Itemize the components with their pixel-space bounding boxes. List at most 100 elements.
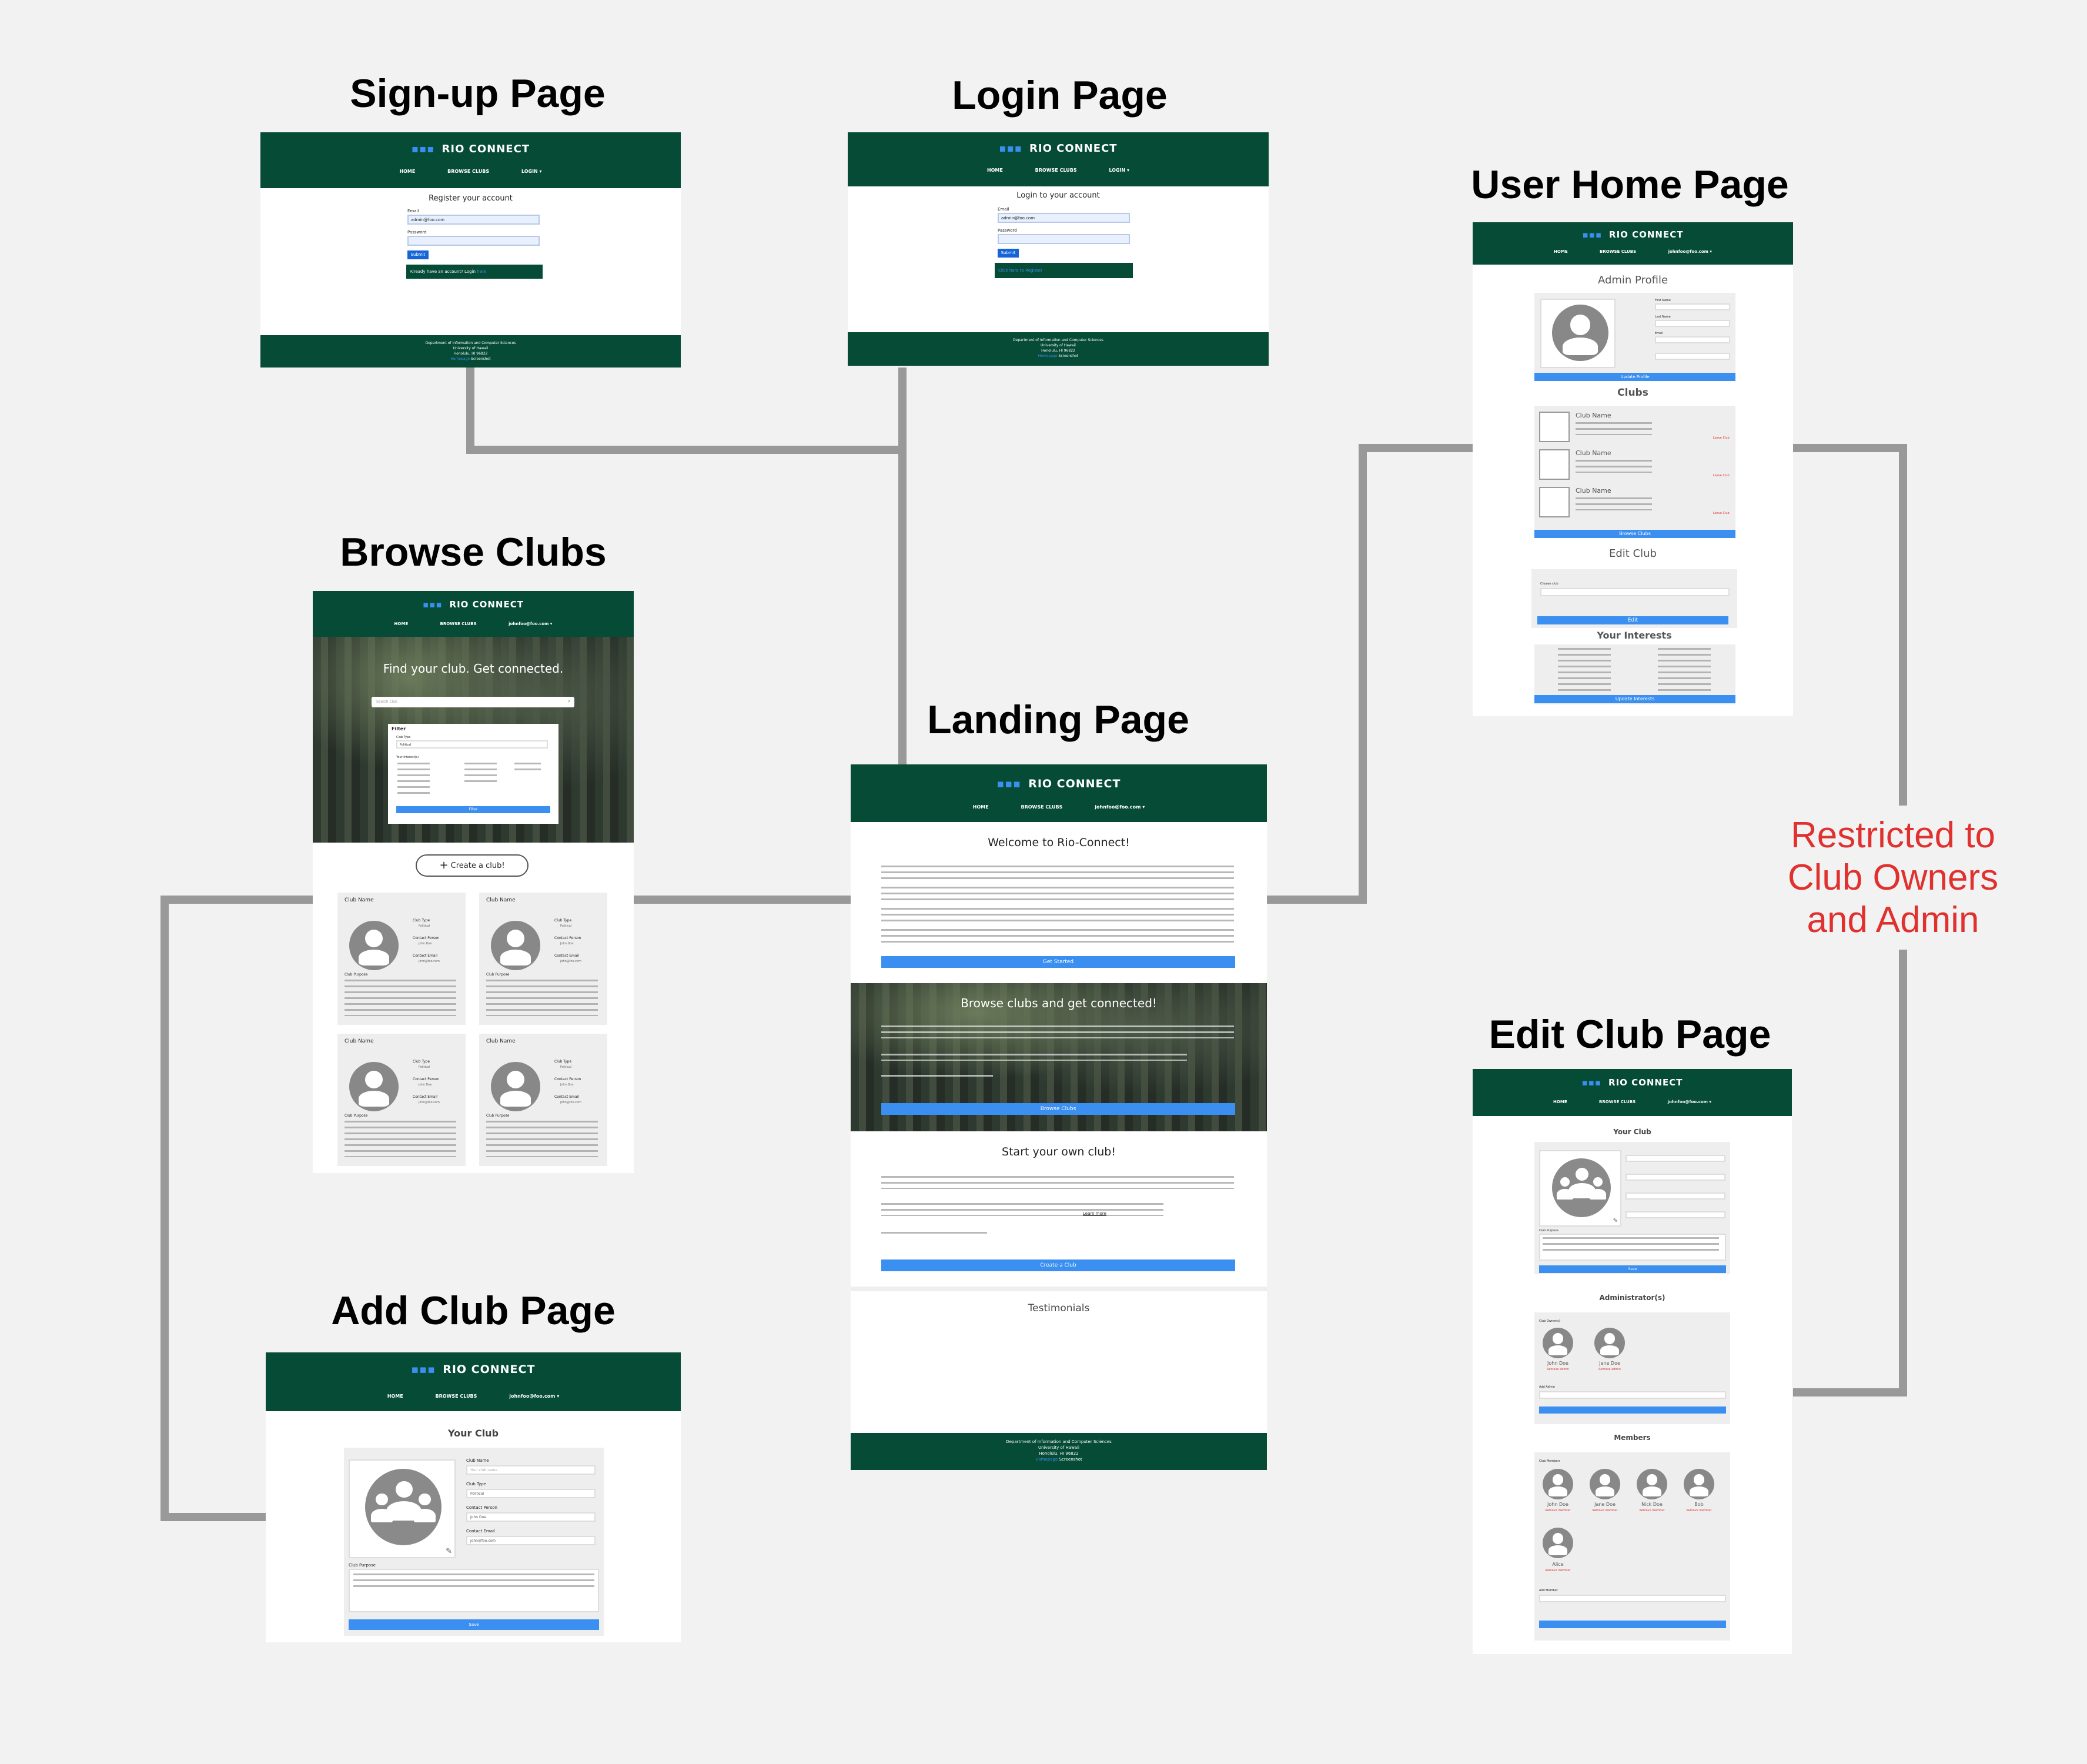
nav-browse[interactable]: BROWSE CLUBS	[440, 622, 477, 626]
first-name-field[interactable]	[1655, 303, 1730, 310]
phone-field[interactable]	[1655, 353, 1730, 360]
remove-admin-link[interactable]: Remove admin	[1598, 1368, 1621, 1371]
nav-user[interactable]: johnfoo@foo.com ▾	[1095, 804, 1145, 810]
leave-club-link[interactable]: Leave Club	[1713, 474, 1730, 477]
nav-browse[interactable]: BROWSE CLUBS	[1035, 168, 1077, 173]
add-club-page-mock: ▪▪▪RIO CONNECT HOME BROWSE CLUBS johnfoo…	[266, 1352, 681, 1642]
update-interests-button[interactable]: Update Interests	[1534, 695, 1735, 703]
nav-browse[interactable]: BROWSE CLUBS	[447, 169, 490, 174]
club-type-select[interactable]	[1626, 1174, 1725, 1181]
remove-member-link[interactable]: Remove member	[1545, 1509, 1571, 1512]
nav-home[interactable]: HOME	[387, 1394, 403, 1399]
club-purpose-textarea[interactable]	[349, 1569, 599, 1612]
add-member-field[interactable]	[1539, 1595, 1726, 1602]
create-club-button[interactable]: Create a Club	[881, 1259, 1235, 1271]
save-club-button[interactable]: Save	[1539, 1265, 1726, 1273]
submit-button[interactable]: Submit	[407, 250, 429, 259]
nav-user[interactable]: johnfoo@foo.com ▾	[1667, 1100, 1711, 1104]
register-bar: Click here to Register	[995, 263, 1133, 278]
browse-clubs-button[interactable]: Browse Clubs	[1534, 530, 1735, 538]
clubs-card: Club Name Leave Club Club Name Leave Clu…	[1534, 406, 1735, 538]
member-avatar-icon	[1543, 1528, 1573, 1558]
contact-person-field[interactable]: John Doe	[466, 1512, 596, 1522]
club-type-select[interactable]: Political	[466, 1489, 596, 1498]
club-card[interactable]: Club Name Club Type Political Contact Pe…	[479, 1034, 607, 1166]
nav-home[interactable]: HOME	[399, 169, 416, 174]
remove-member-link[interactable]: Remove member	[1686, 1509, 1712, 1512]
remove-member-link[interactable]: Remove member	[1545, 1569, 1571, 1572]
club-type-select[interactable]: Political	[396, 740, 548, 749]
club-card-person-label: Contact Person	[554, 1077, 581, 1081]
club-card-email-label: Contact Email	[554, 954, 579, 958]
learn-more-link[interactable]: Learn more	[1083, 1211, 1106, 1216]
password-field[interactable]	[407, 236, 540, 246]
nav-home[interactable]: HOME	[972, 804, 989, 810]
nav-home[interactable]: HOME	[1553, 1100, 1567, 1104]
nav-browse[interactable]: BROWSE CLUBS	[1599, 1100, 1636, 1104]
nav-login[interactable]: LOGIN ▾	[1109, 168, 1130, 173]
club-card[interactable]: Club Name Club Type Political Contact Pe…	[337, 1034, 466, 1166]
title-signup: Sign-up Page	[350, 71, 606, 116]
club-name-field[interactable]	[1626, 1155, 1725, 1162]
nav-user[interactable]: johnfoo@foo.com ▾	[509, 622, 553, 626]
contact-email-field[interactable]	[1626, 1211, 1725, 1218]
nav-home[interactable]: HOME	[394, 622, 409, 626]
login-link[interactable]: here	[477, 269, 486, 274]
restricted-note-line3: and Admin	[1807, 900, 1979, 940]
nav-login[interactable]: LOGIN ▾	[521, 169, 542, 174]
edit-photo-icon[interactable]: ✎	[1613, 1218, 1618, 1224]
remove-member-link[interactable]: Remove member	[1639, 1509, 1665, 1512]
email-field[interactable]	[1655, 336, 1730, 343]
club-purpose-textarea[interactable]	[1539, 1234, 1726, 1261]
nav-browse[interactable]: BROWSE CLUBS	[435, 1394, 477, 1399]
nav-home[interactable]: HOME	[1554, 249, 1568, 254]
club-photo-frame: ✎	[349, 1459, 456, 1558]
last-name-field[interactable]	[1655, 320, 1730, 327]
search-icon[interactable]: ⌕	[567, 699, 571, 704]
connector-note-editclub	[1793, 950, 1907, 1396]
add-member-button[interactable]	[1539, 1621, 1726, 1628]
club-name-field[interactable]: Your club name	[466, 1465, 596, 1475]
start-club-heading: Start your own club!	[1002, 1145, 1116, 1158]
email-label: Email	[407, 209, 419, 213]
update-profile-button[interactable]: Update Profile	[1534, 373, 1735, 381]
nav-user[interactable]: johnfoo@foo.com ▾	[509, 1394, 560, 1399]
create-club-button[interactable]: + Create a club!	[416, 854, 529, 877]
footer-link[interactable]: Homepage	[1035, 1457, 1058, 1462]
nav-user[interactable]: johnfoo@foo.com ▾	[1668, 249, 1712, 254]
contact-person-label: Contact Person	[466, 1505, 497, 1510]
nav-browse[interactable]: BROWSE CLUBS	[1021, 804, 1063, 810]
save-club-button[interactable]: Save	[349, 1619, 599, 1630]
nav-browse[interactable]: BROWSE CLUBS	[1600, 249, 1637, 254]
footer-link[interactable]: Homepage	[1038, 354, 1058, 358]
title-login: Login Page	[952, 73, 1168, 118]
club-row: Club Name Leave Club	[1539, 449, 1731, 486]
contact-email-field[interactable]: john@foo.com	[466, 1536, 596, 1545]
email-field[interactable]: admin@foo.com	[407, 215, 540, 225]
choose-club-select[interactable]	[1540, 588, 1730, 596]
remove-member-link[interactable]: Remove member	[1592, 1509, 1618, 1512]
edit-button[interactable]: Edit	[1537, 616, 1728, 624]
register-link[interactable]: Click here to Register	[998, 268, 1042, 273]
club-card[interactable]: Club Name Club Type Political Contact Pe…	[337, 893, 466, 1025]
add-admin-button[interactable]	[1539, 1406, 1726, 1414]
search-input[interactable]: Search Club ⌕	[372, 697, 574, 707]
leave-club-link[interactable]: Leave Club	[1713, 436, 1730, 440]
contact-person-field[interactable]	[1626, 1192, 1725, 1200]
member-name: Nick Doe	[1641, 1502, 1663, 1507]
remove-admin-link[interactable]: Remove admin	[1547, 1368, 1569, 1371]
leave-club-link[interactable]: Leave Club	[1713, 512, 1730, 515]
edit-club-card: Choose club Edit	[1531, 569, 1737, 628]
edit-photo-icon[interactable]: ✎	[446, 1546, 452, 1555]
get-started-button[interactable]: Get Started	[881, 956, 1235, 968]
submit-button[interactable]: Submit	[998, 249, 1019, 258]
nav-home[interactable]: HOME	[986, 168, 1003, 173]
filter-button[interactable]: Filter	[396, 806, 550, 813]
add-admin-field[interactable]	[1539, 1391, 1726, 1399]
browse-clubs-button[interactable]: Browse Clubs	[881, 1103, 1235, 1115]
footer-link[interactable]: Homepage	[450, 357, 470, 361]
password-field[interactable]	[998, 234, 1130, 244]
email-field[interactable]: admin@foo.com	[998, 213, 1130, 223]
club-details-card: ✎ Club Purpose Save	[1534, 1142, 1730, 1274]
club-card[interactable]: Club Name Club Type Political Contact Pe…	[479, 893, 607, 1025]
